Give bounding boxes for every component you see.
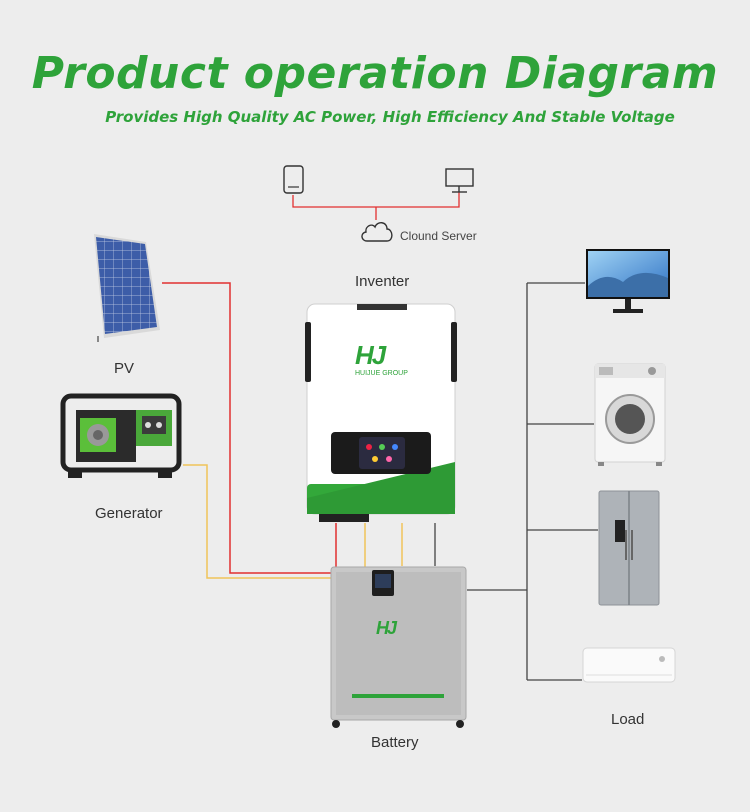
inverter-label: Inventer — [355, 273, 410, 290]
pv-label: PV — [114, 360, 135, 377]
battery-label: Battery — [371, 734, 419, 751]
tv-monitor-icon — [586, 249, 670, 313]
generator-label: Generator — [95, 505, 163, 522]
washing-machine-icon — [594, 363, 666, 466]
air-conditioner-icon — [582, 647, 676, 683]
pv-wire — [162, 282, 337, 574]
page-subtitle: Provides High Quality AC Power, High Eff… — [105, 108, 675, 126]
load-wires — [434, 282, 598, 681]
solar-panel-icon — [94, 234, 160, 342]
load-label: Load — [611, 711, 645, 728]
generator-wire — [183, 464, 366, 579]
inverter-unit: HJ HUIJUE GROUP — [305, 302, 457, 523]
generator-icon — [60, 393, 182, 478]
network-wire — [292, 192, 460, 208]
refrigerator-icon — [598, 490, 660, 606]
inverter-logo: HJ — [355, 340, 386, 370]
battery-logo: HJ — [376, 618, 397, 638]
cloud-icon — [361, 222, 393, 242]
battery-cabinet: HJ — [330, 566, 467, 729]
phone-icon — [283, 165, 304, 194]
inverter-brand-name: HUIJUE GROUP — [355, 370, 408, 377]
cloud-server-label: Clound Server — [400, 229, 477, 243]
page-title: Product operation Diagram — [31, 48, 719, 99]
computer-icon — [445, 168, 474, 193]
